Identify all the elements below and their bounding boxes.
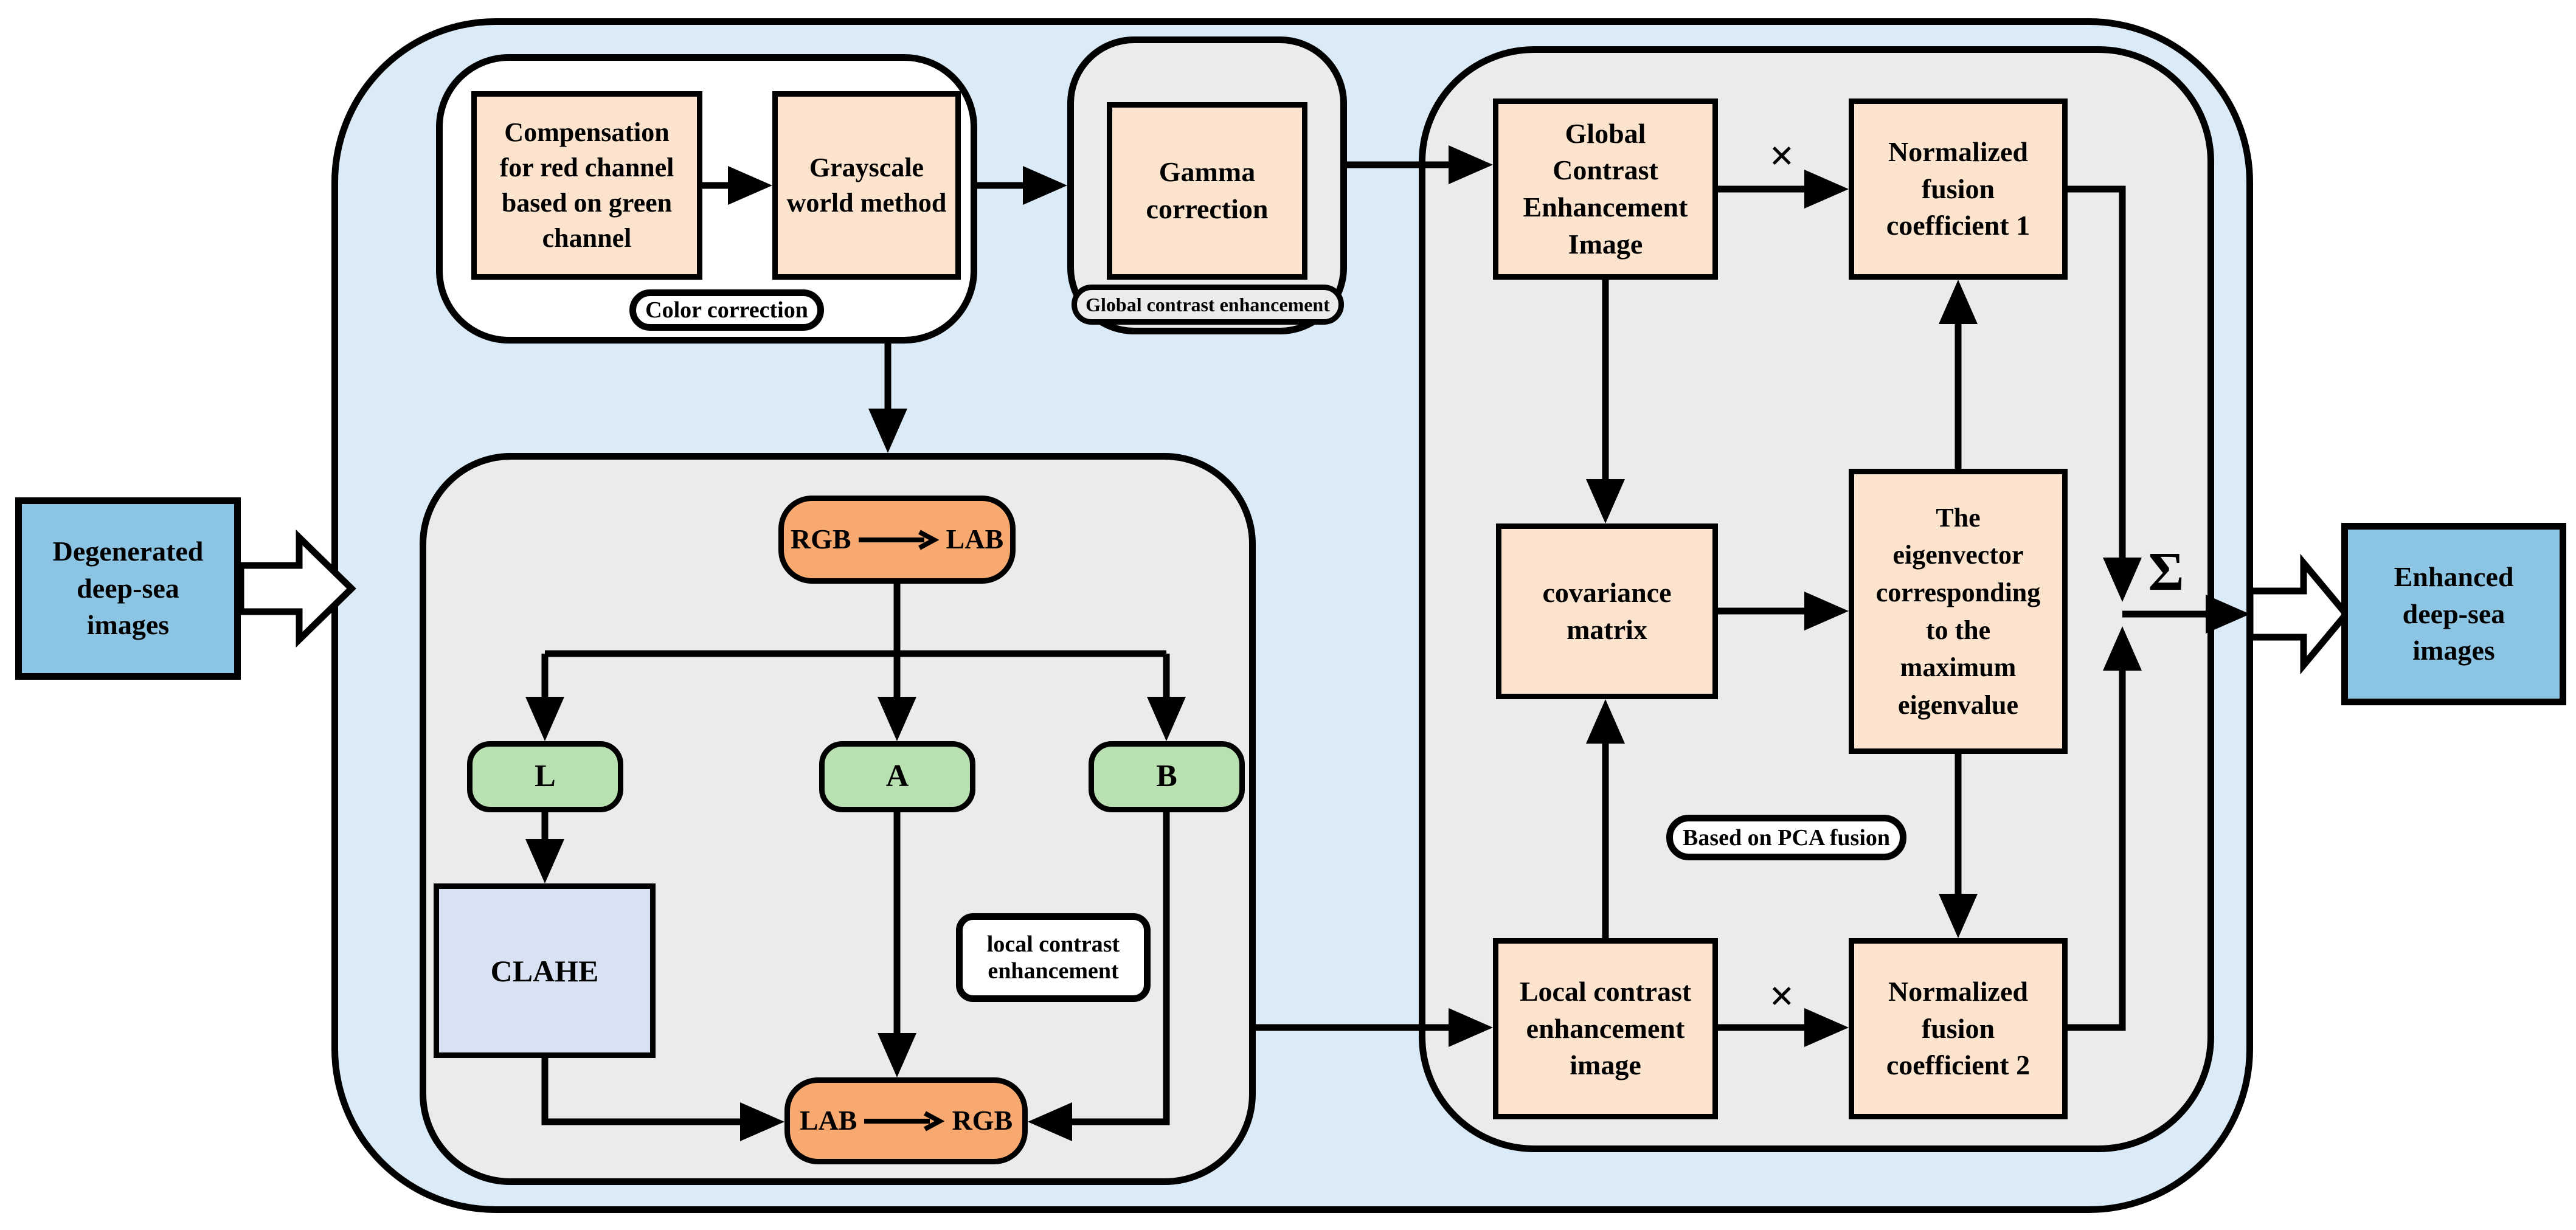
degenerated-images-node: Degenerated deep-sea images — [15, 497, 241, 680]
block-arrow-output — [2246, 553, 2351, 675]
arrowhead — [2206, 595, 2250, 634]
local-contrast-enhancement-image-node: Local contrast enhancement image — [1493, 938, 1718, 1119]
block-arrow-input — [237, 529, 356, 648]
multiply-symbol-top: × — [1769, 131, 1795, 180]
enhanced-images-node: Enhanced deep-sea images — [2341, 523, 2566, 705]
route-clahe-to-labrgb — [541, 1058, 744, 1125]
arrowhead — [878, 1033, 916, 1077]
route-nfc2-to-sum — [2068, 668, 2126, 1031]
long-right-arrow-icon — [864, 1110, 945, 1132]
arrowhead — [1939, 894, 1978, 938]
clahe-node: CLAHE — [434, 883, 656, 1058]
multiply-symbol-bottom: × — [1769, 971, 1795, 1020]
pca-fusion-label: Based on PCA fusion — [1666, 815, 1906, 860]
arrowhead — [1939, 280, 1978, 324]
route-nfc1-to-sum — [2068, 185, 2126, 561]
arrowhead — [1449, 145, 1493, 184]
arrowhead — [1147, 697, 1186, 741]
route-b-to-labrgb — [1068, 812, 1170, 1125]
arrowhead — [1804, 592, 1849, 631]
channel-l-node: L — [467, 741, 623, 812]
arrowhead — [1804, 1008, 1849, 1047]
gamma-correction-node: Gamma correction — [1107, 102, 1307, 280]
sum-symbol: Σ — [2148, 541, 2184, 602]
grayscale-world-node: Grayscale world method — [772, 91, 961, 280]
arrowhead — [525, 839, 564, 883]
long-right-arrow-icon — [858, 529, 939, 550]
arrowhead — [1804, 170, 1849, 209]
covariance-matrix-node: covariance matrix — [1496, 523, 1718, 699]
arrowhead — [1023, 166, 1067, 205]
rgb-text: RGB — [952, 1105, 1013, 1136]
lab-text: LAB — [946, 523, 1004, 555]
arrowhead — [740, 1102, 784, 1141]
global-contrast-enhancement-label: Global contrast enhancement — [1072, 285, 1344, 325]
normalized-fusion-coefficient-1-node: Normalized fusion coefficient 1 — [1849, 98, 2068, 280]
rgb-to-lab-node: RGB LAB — [778, 496, 1016, 584]
arrowhead — [1028, 1102, 1072, 1141]
arrowhead — [1586, 479, 1625, 523]
arrowhead — [2103, 558, 2142, 602]
channel-b-node: B — [1089, 741, 1245, 812]
channel-a-node: A — [819, 741, 975, 812]
arrowhead — [1449, 1008, 1493, 1047]
color-correction-label: Color correction — [629, 289, 824, 331]
local-contrast-enhancement-label: local contrast enhancement — [956, 913, 1151, 1002]
arrowhead — [728, 166, 772, 205]
arrowhead — [2103, 626, 2142, 671]
global-contrast-enhancement-image-node: Global Contrast Enhancement Image — [1493, 98, 1718, 280]
rgb-text: RGB — [790, 523, 851, 555]
max-eigenvalue-eigenvector-node: The eigenvector corresponding to the max… — [1849, 469, 2068, 754]
arrowhead — [878, 697, 916, 741]
lab-to-rgb-node: LAB RGB — [784, 1077, 1028, 1164]
lab-text: LAB — [799, 1105, 857, 1136]
red-channel-compensation-node: Compensation for red channel based on gr… — [471, 91, 702, 280]
arrowhead — [525, 697, 564, 741]
normalized-fusion-coefficient-2-node: Normalized fusion coefficient 2 — [1849, 938, 2068, 1119]
arrowhead — [868, 409, 907, 453]
arrowhead — [1586, 699, 1625, 744]
